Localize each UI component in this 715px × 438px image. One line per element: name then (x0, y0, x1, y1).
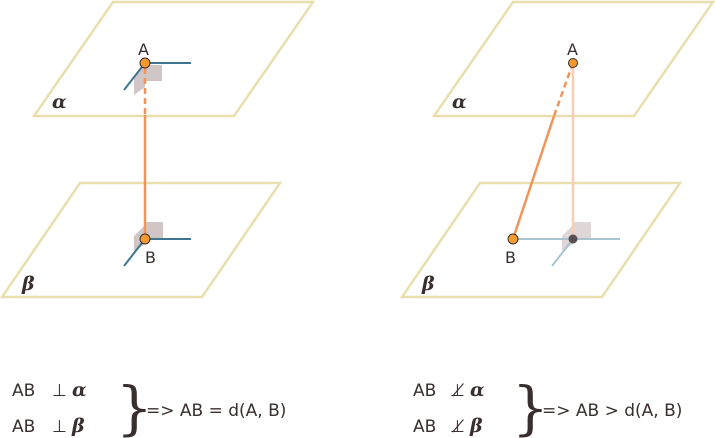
conclusion: => AB = d(A, B) (146, 401, 286, 421)
right-angle-mark-a (145, 65, 162, 81)
formula-plane-2: β (71, 415, 85, 437)
right-angle-mark-h (573, 222, 591, 239)
label-b-right: B (505, 248, 516, 267)
perp-symbol-2: ⊥ (52, 417, 67, 437)
formula-lhs-1: AB (12, 381, 35, 401)
point-b-right (507, 233, 519, 245)
not-perp-symbol-2: ⊥̸ (450, 417, 465, 437)
point-b (139, 233, 151, 245)
brace-right: } (512, 374, 549, 438)
segment-ab-right (511, 115, 556, 240)
label-a-right: A (567, 40, 578, 59)
brace: } (116, 374, 153, 438)
formula-plane-2-right: β (469, 415, 483, 437)
perp-symbol-1: ⊥ (52, 381, 67, 401)
label-alpha-right: α (452, 91, 467, 113)
formula-plane-1-right: α (470, 379, 485, 401)
label-beta-right: β (421, 273, 435, 295)
formula-lhs-2: AB (12, 417, 35, 437)
formula-lhs-2-right: AB (413, 417, 436, 437)
axis-line-h-d (551, 238, 574, 267)
right-figure: A B α β (399, 0, 715, 299)
label-b: B (145, 248, 156, 267)
conclusion-right: => AB > d(A, B) (542, 401, 682, 421)
plane-beta-left (0, 181, 283, 299)
plane-alpha-right (431, 0, 715, 118)
right-formula: AB ⊥̸ α AB ⊥̸ β } => AB > d(A, B) (413, 374, 682, 438)
point-a-right (568, 58, 578, 68)
point-a (139, 57, 151, 69)
foot-point (568, 234, 578, 244)
axis-line-a-d (123, 62, 146, 91)
left-formula: AB ⊥ α AB ⊥ β } => AB = d(A, B) (12, 374, 286, 438)
label-beta: β (21, 273, 35, 295)
right-angle-mark-a-side (134, 65, 145, 95)
formula-lhs-1-right: AB (413, 381, 436, 401)
plane-alpha-left (31, 0, 316, 118)
label-alpha: α (52, 91, 67, 113)
not-perp-symbol-1: ⊥̸ (450, 381, 465, 401)
axis-line-b-d (123, 238, 146, 267)
left-figure: A B α β (0, 0, 316, 299)
formula-plane-1: α (72, 379, 87, 401)
right-angle-mark-b-side (134, 225, 145, 252)
segment-ab-hidden-right (552, 62, 575, 117)
right-angle-mark-b (145, 222, 163, 239)
plane-beta-right (399, 181, 683, 299)
label-a: A (138, 40, 149, 59)
